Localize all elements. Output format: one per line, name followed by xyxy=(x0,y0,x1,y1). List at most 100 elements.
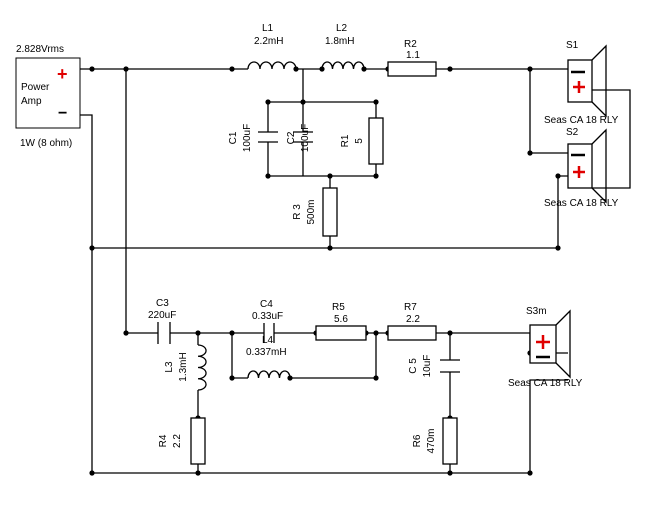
c2-value: 100uF xyxy=(300,124,311,152)
junction-dot xyxy=(373,375,379,381)
junction-dot xyxy=(123,330,129,336)
speaker-s3: S3m Seas CA 18 RLY xyxy=(508,306,583,389)
amp-label-line1: Power xyxy=(21,82,50,93)
c4-plates xyxy=(248,323,290,343)
junction-dots xyxy=(89,66,561,476)
c1-ref: C1 xyxy=(228,131,239,144)
junction-dot xyxy=(447,66,453,72)
power-amplifier: 2.828Vrms Power Amp + − 1W (8 ohm) xyxy=(15,44,81,149)
junction-dot xyxy=(89,470,95,476)
lpad-top-wire xyxy=(268,101,377,118)
amp-minus-terminal-sign: − xyxy=(58,105,67,122)
r7-ref: R7 xyxy=(404,302,417,313)
s3-plus-sign xyxy=(536,335,550,349)
s3-cone xyxy=(555,309,571,379)
c2-ref: C2 xyxy=(286,131,297,144)
resistor-r5: R5 5.6 xyxy=(315,302,367,341)
capacitor-c5: C 5 10uF xyxy=(408,355,460,378)
junction-dot xyxy=(89,66,95,72)
junction-dot xyxy=(195,470,201,476)
r6-body xyxy=(442,417,458,465)
junction-dot xyxy=(229,330,235,336)
capacitor-c1: C1 100uF xyxy=(228,124,278,152)
c3-plates xyxy=(150,322,178,344)
capacitor-c3: C3 220uF xyxy=(148,298,178,344)
s2-model: Seas CA 18 RLY xyxy=(544,198,619,209)
resistor-r1: R1 5 xyxy=(340,117,384,165)
l2-coil xyxy=(321,61,365,70)
resistor-r2: R2 1.1 xyxy=(387,39,437,77)
junction-dot xyxy=(527,150,533,156)
junction-dot xyxy=(555,173,561,179)
s1-plus-sign xyxy=(573,81,585,93)
woofer-feed-wire xyxy=(125,69,150,334)
junction-dot xyxy=(300,99,306,105)
l3-value: 1.3mH xyxy=(178,352,189,381)
amp-plus-terminal-sign: + xyxy=(57,64,68,84)
c4-ref: C4 xyxy=(260,299,273,310)
junction-dot xyxy=(195,330,201,336)
amp-box xyxy=(15,57,81,129)
r5-ref: R5 xyxy=(332,302,345,313)
s2-ref: S2 xyxy=(566,127,579,138)
l2-value: 1.8mH xyxy=(325,36,354,47)
r5-value: 5.6 xyxy=(334,314,348,325)
resistor-r4: R4 2.2 xyxy=(158,417,206,465)
l4-coil xyxy=(247,370,291,379)
junction-dot xyxy=(89,245,95,251)
junction-dot xyxy=(373,330,379,336)
r4-value: 2.2 xyxy=(172,434,183,448)
s1-cone xyxy=(591,44,607,118)
r1-body xyxy=(368,117,384,165)
junction-dot xyxy=(527,66,533,72)
c5-value: 10uF xyxy=(422,355,433,378)
speaker-s2: S2 Seas CA 18 RLY xyxy=(544,127,619,209)
r3-value: 500m xyxy=(306,199,317,224)
l1-value: 2.2mH xyxy=(254,36,283,47)
s1-model: Seas CA 18 RLY xyxy=(544,115,619,126)
s2-plus-sign xyxy=(573,166,585,178)
junction-dot xyxy=(527,470,533,476)
s1-s2-return-wire xyxy=(592,89,631,189)
ground-bus-wire xyxy=(80,114,530,474)
junction-dot xyxy=(555,245,561,251)
l1-ref: L1 xyxy=(262,23,274,34)
r5-body xyxy=(315,325,367,341)
junction-dot xyxy=(265,99,271,105)
junction-dot xyxy=(447,330,453,336)
inductor-l1: L1 2.2mH xyxy=(247,23,297,70)
junction-dot xyxy=(229,66,235,72)
inductor-l3: L3 1.3mH xyxy=(164,344,207,391)
amp-voltage-label: 2.828Vrms xyxy=(16,44,64,55)
c4-value: 0.33uF xyxy=(252,311,283,322)
c5-ref: C 5 xyxy=(408,358,419,374)
junction-dot xyxy=(229,375,235,381)
c1-value: 100uF xyxy=(242,124,253,152)
junction-dot xyxy=(327,173,333,179)
capacitor-c4: C4 0.33uF xyxy=(248,299,290,343)
l1-coil xyxy=(247,61,297,70)
inductor-l2: L2 1.8mH xyxy=(321,23,365,70)
l2-ref: L2 xyxy=(336,23,348,34)
s2-minus-wire xyxy=(557,175,568,248)
resistor-r3: R 3 500m xyxy=(292,187,338,237)
c2-plates xyxy=(293,131,313,143)
r2-value: 1.1 xyxy=(406,50,420,61)
junction-dot xyxy=(373,173,379,179)
s2-plus-wire xyxy=(529,69,568,154)
resistor-r6: R6 470m xyxy=(412,417,458,465)
r4-body xyxy=(190,417,206,465)
s3-ref: S3m xyxy=(526,306,547,317)
l4-ref: L4 xyxy=(262,335,274,346)
junction-dot xyxy=(123,66,129,72)
wiring xyxy=(80,68,631,474)
l3-ref: L3 xyxy=(164,361,175,373)
r6-ref: R6 xyxy=(412,434,423,447)
amp-label-line2: Amp xyxy=(21,96,42,107)
s2-cone xyxy=(591,128,607,204)
r4-ref: R4 xyxy=(158,434,169,447)
r7-value: 2.2 xyxy=(406,314,420,325)
inductor-l4: L4 0.337mH xyxy=(246,335,291,379)
c3-value: 220uF xyxy=(148,310,176,321)
